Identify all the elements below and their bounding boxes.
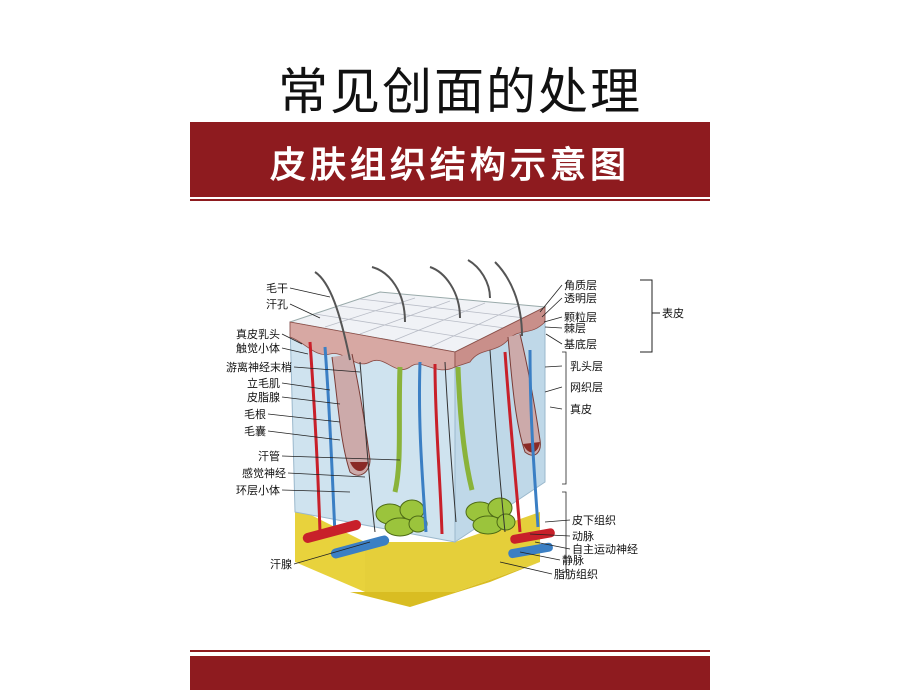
label-reticular-layer: 网织层: [570, 381, 603, 394]
skin-diagram: [267, 259, 660, 607]
epidermis-bracket: [640, 279, 653, 353]
skin-structure-poster: 皮肤组织结构示意图: [190, 122, 710, 690]
label-stratum-spinosum: 棘层: [564, 322, 586, 335]
label-hair-root: 毛根: [244, 408, 266, 421]
label-adipose-tissue: 脂肪组织: [554, 568, 598, 581]
label-dermis: 真皮: [570, 403, 592, 416]
leader-lines-left: [267, 287, 401, 565]
label-stratum-corneum: 角质层: [564, 279, 597, 292]
leader-lines-right: [499, 284, 571, 575]
label-stratum-lucidum: 透明层: [564, 292, 597, 305]
label-hair-shaft: 毛干: [266, 282, 288, 295]
label-autonomic-motor-nerve: 自主运动神经: [572, 543, 638, 556]
banner-underline: [190, 199, 710, 201]
label-epidermis: 表皮: [662, 307, 684, 320]
sweat-gland-right: [455, 366, 516, 535]
poster-banner: 皮肤组织结构示意图: [190, 122, 710, 197]
epidermis-left: [289, 321, 456, 371]
hair-shafts: [314, 259, 523, 361]
slide-title: 常见创面的处理: [278, 63, 642, 121]
label-sweat-duct: 汗管: [258, 450, 280, 463]
bottom-band: [190, 656, 710, 690]
label-subcutaneous-tissue: 皮下组织: [572, 514, 616, 527]
bottom-thin-band: [190, 650, 710, 652]
blood-vessels: [308, 341, 540, 535]
nerves: [359, 349, 506, 533]
label-artery: 动脉: [572, 530, 594, 543]
label-lamellar-corpuscle: 环层小体: [236, 484, 280, 497]
label-stratum-granulosum: 颗粒层: [564, 311, 597, 324]
hair-follicle-left: [331, 353, 371, 476]
label-arrector-pili: 立毛肌: [247, 377, 280, 390]
poster-title: 皮肤组织结构示意图: [269, 145, 630, 186]
sweat-gland-left: [375, 366, 428, 537]
label-sebaceous-gland: 皮脂腺: [247, 391, 280, 404]
label-papillary-layer: 乳头层: [570, 360, 603, 373]
label-stratum-basale: 基底层: [564, 338, 597, 351]
label-vein: 静脉: [562, 554, 584, 567]
label-sensory-nerve: 感觉神经: [242, 467, 286, 480]
label-dermal-papilla: 真皮乳头: [236, 328, 280, 341]
label-free-nerve-ending: 游离神经末梢: [226, 361, 292, 374]
label-hair-follicle: 毛囊: [244, 425, 266, 438]
label-sweat-gland: 汗腺: [270, 558, 292, 571]
label-sweat-pore: 汗孔: [266, 298, 288, 311]
label-tactile-corpuscle: 触觉小体: [236, 342, 280, 355]
